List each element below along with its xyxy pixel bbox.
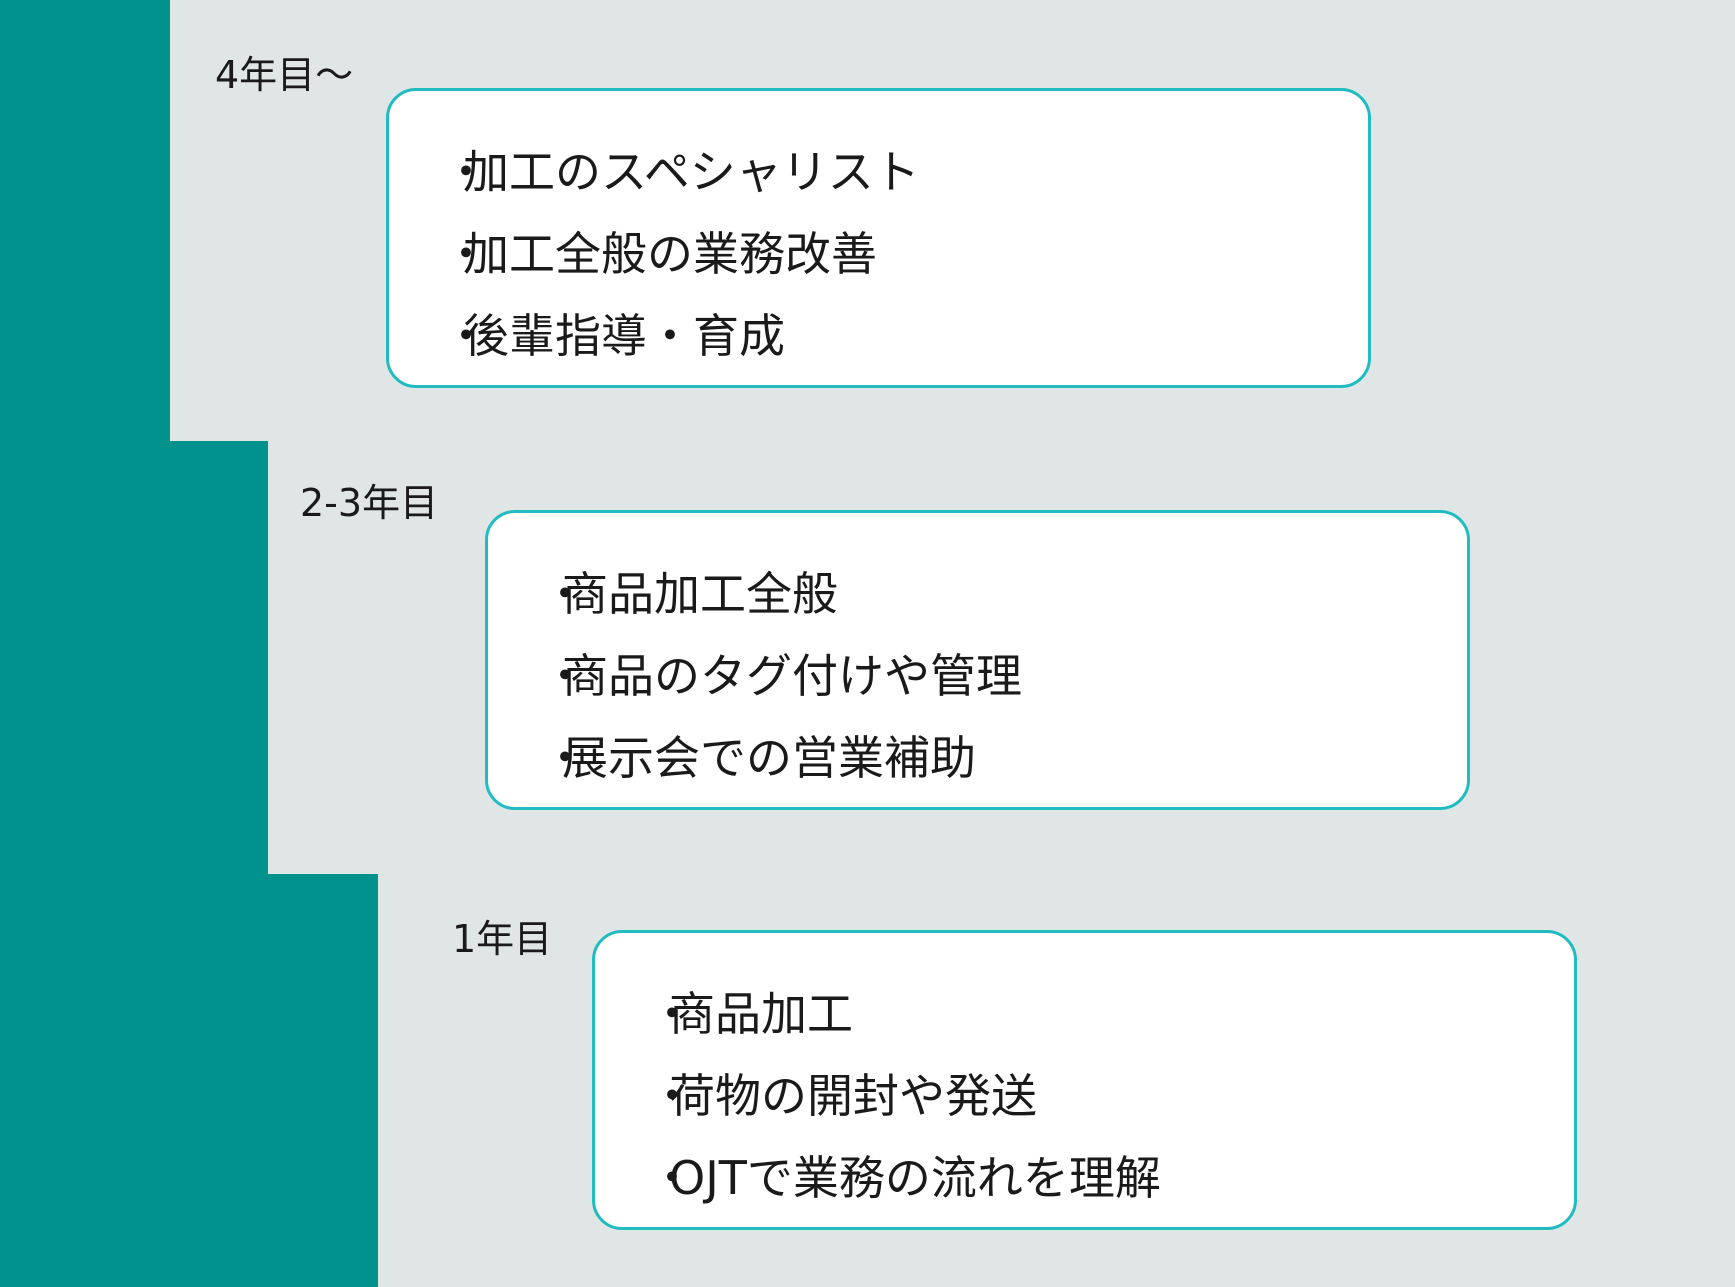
card-item: 商品のタグ付けや管理 [560, 635, 1467, 717]
stage-label-year4: 4年目～ [215, 53, 354, 97]
card-item: 加工全般の業務改善 [461, 213, 1368, 295]
stair-step-top [0, 0, 170, 441]
stage-card-year4: 加工のスペシャリスト 加工全般の業務改善 後輩指導・育成 [386, 88, 1371, 388]
card-item: 商品加工全般 [560, 553, 1467, 635]
stair-step-bottom [0, 874, 378, 1287]
stair-step-middle [0, 441, 268, 874]
card-item: 商品加工 [667, 973, 1574, 1055]
card-item: OJTで業務の流れを理解 [667, 1137, 1574, 1219]
card-item: 加工のスペシャリスト [461, 131, 1368, 213]
stage-label-year2-3: 2-3年目 [300, 481, 439, 525]
card-item: 荷物の開封や発送 [667, 1055, 1574, 1137]
card-item: 後輩指導・育成 [461, 295, 1368, 377]
card-item: 展示会での営業補助 [560, 717, 1467, 799]
stage-card-year2-3: 商品加工全般 商品のタグ付けや管理 展示会での営業補助 [485, 510, 1470, 810]
stage-card-year1: 商品加工 荷物の開封や発送 OJTで業務の流れを理解 [592, 930, 1577, 1230]
stage-label-year1: 1年目 [452, 917, 553, 961]
